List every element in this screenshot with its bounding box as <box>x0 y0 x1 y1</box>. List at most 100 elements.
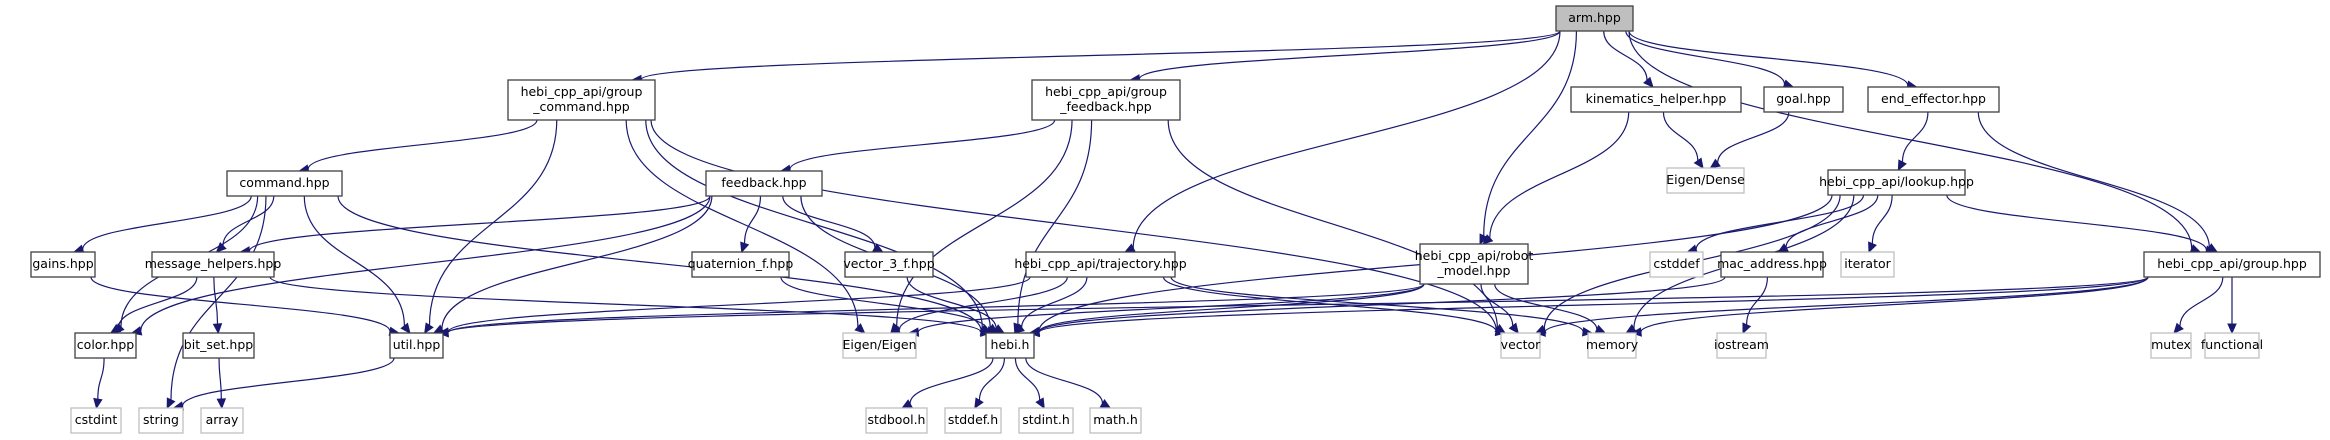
edge-util-to-string <box>181 357 395 407</box>
node-label: Eigen/Eigen <box>842 337 916 352</box>
arrowhead-icon <box>1534 327 1546 337</box>
node-label: mac_address.hpp <box>1717 256 1827 271</box>
node-label: gains.hpp <box>32 256 93 271</box>
edge-group_command-to-eigen_eigen <box>625 119 859 328</box>
node-bit-set[interactable]: bit_set.hpp <box>182 332 255 359</box>
node-robot-model[interactable]: hebi_cpp_api/robot_model.hpp <box>1415 243 1534 285</box>
edges-layer <box>72 30 2237 411</box>
node-label: Eigen/Dense <box>1666 172 1745 187</box>
node-label: memory <box>1586 337 1639 352</box>
node-string: string <box>138 407 184 434</box>
node-util[interactable]: util.hpp <box>389 332 444 359</box>
node-group[interactable]: hebi_cpp_api/group.hpp <box>2143 251 2321 278</box>
node-box <box>865 407 928 434</box>
edge-feedback-to-util <box>441 195 713 330</box>
edge-group_command-to-vector <box>650 119 1497 331</box>
node-box <box>1089 407 1142 434</box>
node-gains[interactable]: gains.hpp <box>30 251 96 278</box>
node-box <box>1666 167 1745 194</box>
node-kinematics-helper[interactable]: kinematics_helper.hpp <box>1570 86 1742 113</box>
edge-hebi_h-to-math <box>1025 357 1104 404</box>
node-vector-3-f[interactable]: vector_3_f.hpp <box>843 251 935 278</box>
node-goal[interactable]: goal.hpp <box>1763 86 1844 113</box>
arrowhead-icon <box>1897 159 1907 172</box>
node-box <box>985 332 1035 359</box>
node-mac-address[interactable]: mac_address.hpp <box>1717 251 1827 278</box>
node-hebi-h[interactable]: hebi.h <box>985 332 1035 359</box>
node-label: hebi_cpp_api/trajectory.hpp <box>1014 256 1186 271</box>
node-label: cstdint <box>75 412 118 427</box>
arrowhead-icon <box>109 323 122 334</box>
arrowhead-icon <box>2227 323 2237 335</box>
edge-robot_model-to-vector <box>1480 283 1514 326</box>
node-box <box>226 170 343 197</box>
edge-command-to-gains <box>82 195 252 250</box>
edge-arm-to-end_effector <box>1628 30 1909 86</box>
edge-robot_model-to-hebi_h <box>1038 283 1425 333</box>
node-box <box>1716 332 1767 359</box>
node-mutex: mutex <box>2150 332 2192 359</box>
edge-message_helpers-to-bit_set <box>213 276 219 325</box>
edge-color-to-cstdint <box>97 357 105 400</box>
node-box <box>691 251 790 278</box>
node-group-feedback[interactable]: hebi_cpp_api/group_feedback.hpp <box>1031 79 1181 121</box>
node-box <box>1031 79 1181 121</box>
node-arm[interactable]: arm.hpp <box>1555 5 1634 32</box>
edge-group_command-to-command <box>307 119 538 170</box>
edge-group_feedback-to-eigen_eigen <box>896 119 1073 327</box>
edge-arm-to-robot_model <box>1483 30 1578 236</box>
edge-hebi_h-to-stddef <box>978 357 1006 401</box>
node-group-command[interactable]: hebi_cpp_api/group_command.hpp <box>507 79 656 121</box>
node-label: iterator <box>1844 256 1891 271</box>
node-label: vector <box>1501 337 1542 352</box>
edge-robot_model-to-util <box>447 283 1425 334</box>
edge-arm-to-trajectory <box>1132 30 1561 248</box>
node-eigen-eigen: Eigen/Eigen <box>842 332 917 359</box>
edge-quaternion_f-to-hebi_h <box>780 276 989 331</box>
arrowhead-icon <box>1482 234 1494 245</box>
node-feedback[interactable]: feedback.hpp <box>705 170 823 197</box>
edge-feedback-to-vector_3_f <box>782 195 876 248</box>
edge-group-to-memory <box>1640 276 2149 333</box>
node-box <box>1587 332 1637 359</box>
node-message-helpers[interactable]: message_helpers.hpp <box>145 251 282 278</box>
node-stddef: stddef.h <box>944 407 1002 434</box>
arrowhead-icon <box>1643 76 1654 88</box>
node-box <box>1827 169 1966 196</box>
node-label: hebi_cpp_api/robot <box>1415 248 1534 263</box>
edge-command-to-util <box>303 195 406 326</box>
node-memory: memory <box>1586 332 1639 359</box>
node-label: color.hpp <box>77 337 134 352</box>
node-box <box>842 332 917 359</box>
node-box <box>1018 407 1074 434</box>
node-box <box>200 407 244 434</box>
node-cstdint: cstdint <box>70 407 122 434</box>
node-box <box>1025 251 1176 278</box>
arrowhead-icon <box>740 241 750 254</box>
arrowhead-icon <box>1868 241 1877 254</box>
node-quaternion-f[interactable]: quaternion_f.hpp <box>688 251 794 278</box>
edge-feedback-to-message_helpers <box>248 195 711 252</box>
node-box <box>1649 251 1704 278</box>
node-eigen-dense: Eigen/Dense <box>1666 167 1745 194</box>
arrowhead-icon <box>1742 322 1752 335</box>
node-end-effector[interactable]: end_effector.hpp <box>1867 86 2000 113</box>
edge-message_helpers-to-color <box>117 276 198 329</box>
edge-mac_address-to-hebi_h <box>1038 276 1726 333</box>
node-label: cstddef <box>1653 256 1700 271</box>
arrowhead-icon <box>1630 327 1642 337</box>
node-lookup[interactable]: hebi_cpp_api/lookup.hpp <box>1819 169 1974 196</box>
node-stdbool: stdbool.h <box>865 407 928 434</box>
nodes-layer: arm.hpphebi_cpp_api/group_command.hppheb… <box>30 5 2321 434</box>
node-label: hebi_cpp_api/group.hpp <box>2157 256 2307 271</box>
edge-kinematics_helper-to-robot_model <box>1489 111 1630 238</box>
node-command[interactable]: command.hpp <box>226 170 343 197</box>
edge-robot_model-to-eigen_eigen <box>917 283 1425 333</box>
node-box <box>2150 332 2192 359</box>
arrowhead-icon <box>216 398 227 410</box>
node-label: vector_3_f.hpp <box>843 256 934 271</box>
node-color[interactable]: color.hpp <box>74 332 137 359</box>
node-box <box>1720 251 1824 278</box>
node-trajectory[interactable]: hebi_cpp_api/trajectory.hpp <box>1014 251 1187 278</box>
edge-trajectory-to-hebi_h <box>1021 276 1088 328</box>
